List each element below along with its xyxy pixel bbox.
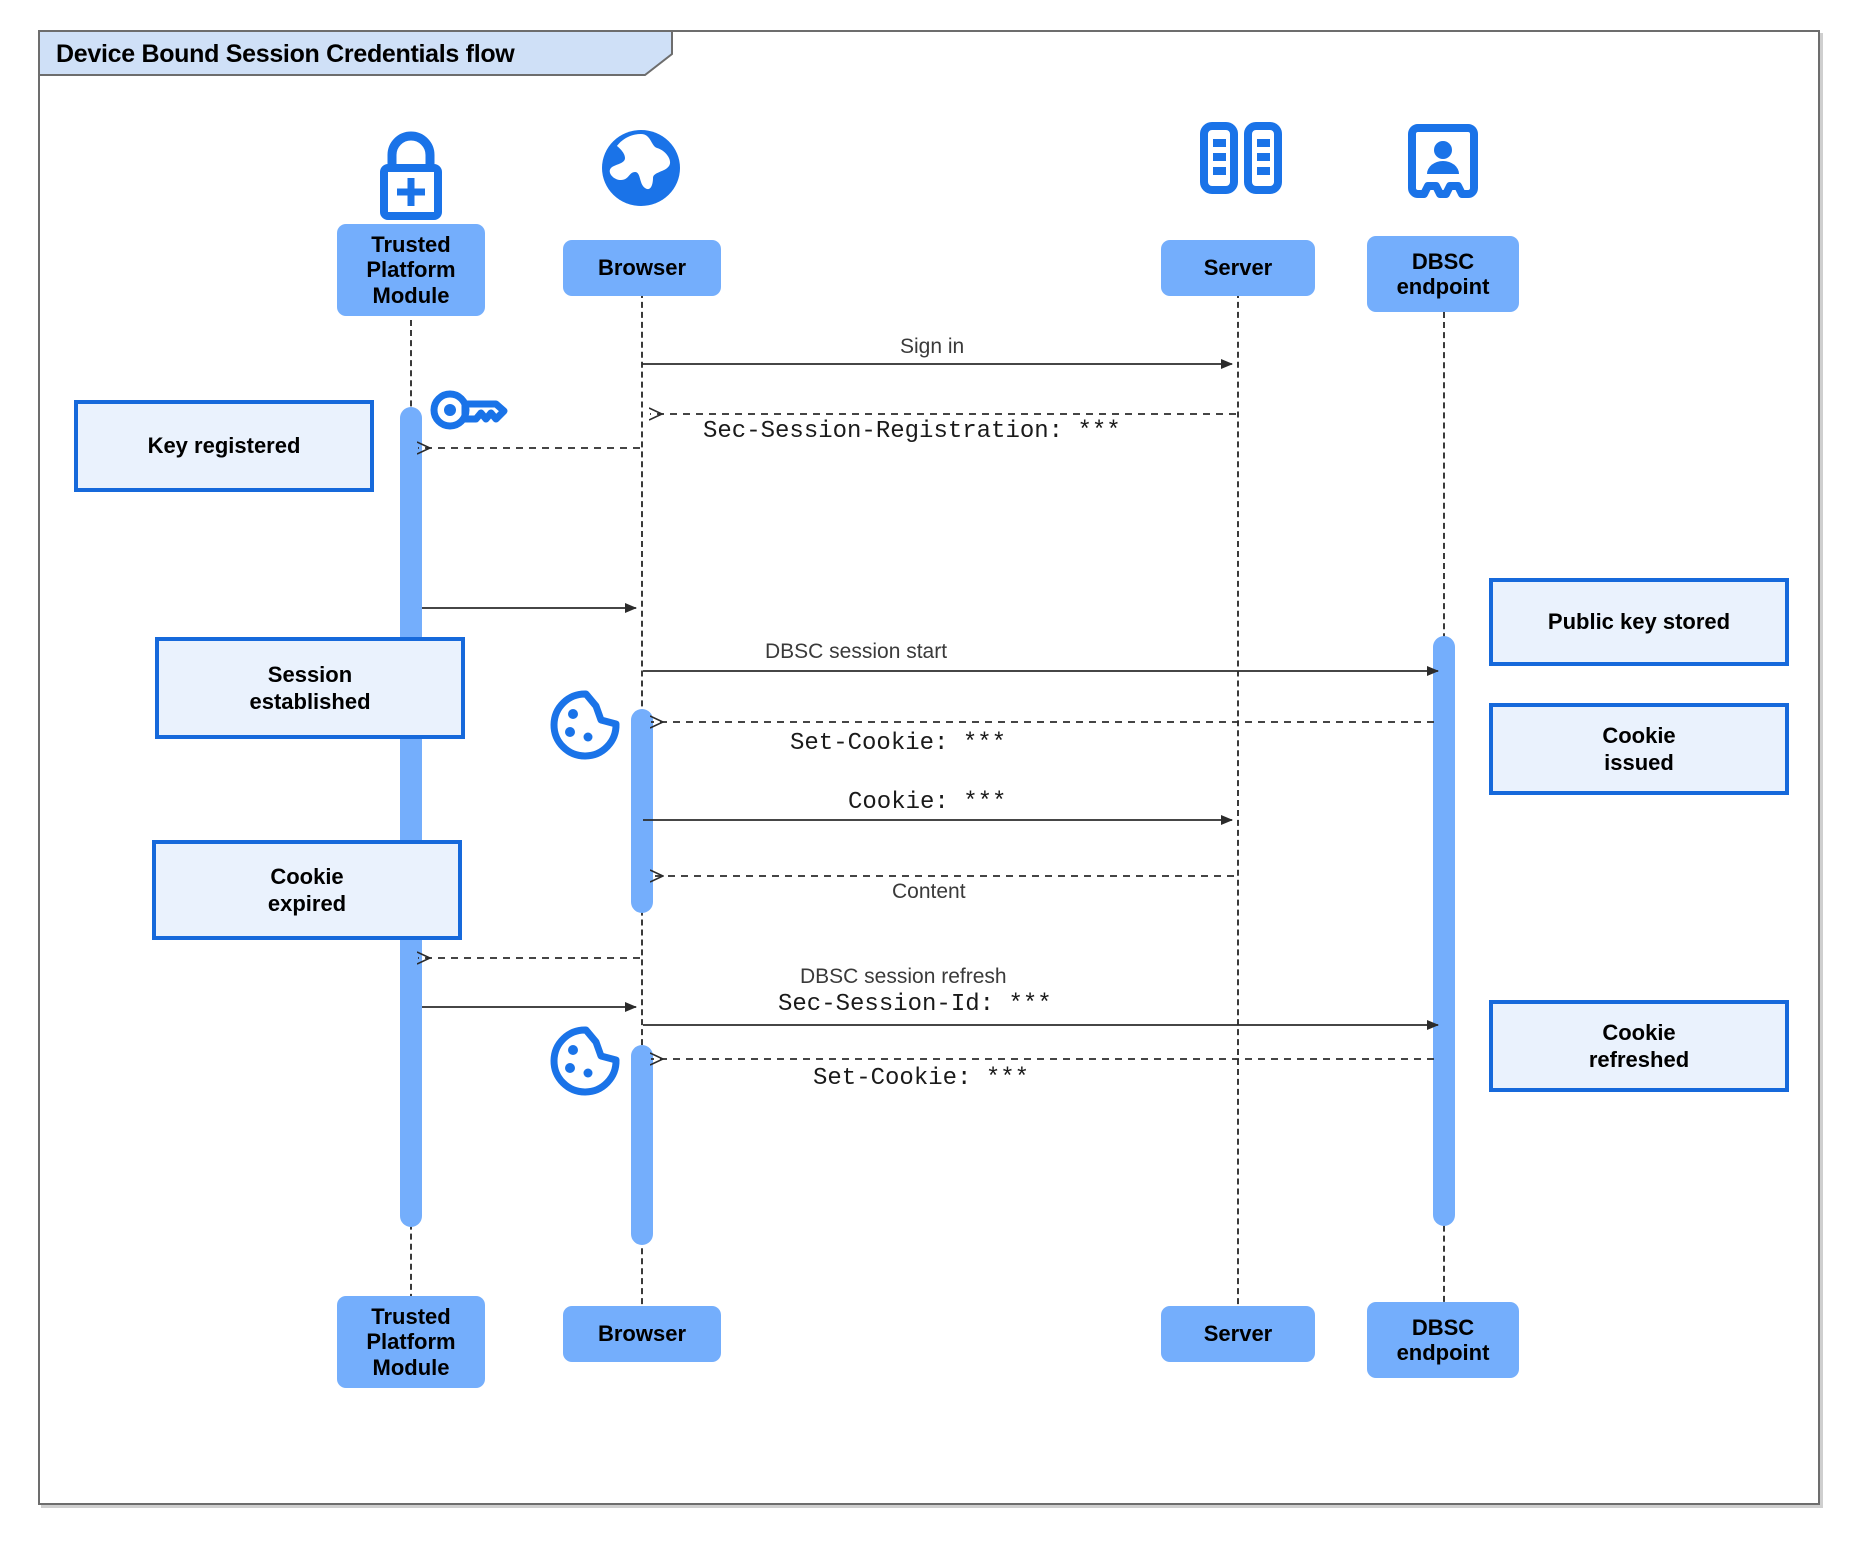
participant-tpm-bottom[interactable]: Trusted Platform Module [337,1296,485,1388]
participant-label: DBSC endpoint [1396,248,1490,299]
note-cookie-refreshed: Cookie refreshed [1489,1000,1789,1092]
frame-title-label: Device Bound Session Credentials flow [56,39,515,68]
note-text: Session established [249,661,371,715]
message-label-set-cookie-2: Set-Cookie: *** [813,1065,1030,1092]
participant-label: Browser [597,255,687,281]
note-text: Cookie issued [1602,722,1676,776]
participant-label: Server [1203,1321,1273,1347]
message-label-sec-session-id: Sec-Session-Id: *** [778,991,1052,1018]
note-text: Cookie expired [267,863,347,917]
message-label-dbsc-session-start: DBSC session start [765,640,948,663]
note-session-established: Session established [155,637,465,739]
key-icon [430,390,508,430]
cookie-icon [550,1026,620,1096]
lock-plus-icon [380,131,442,220]
server-rack-icon [1200,122,1282,194]
globe-icon [602,130,680,206]
participant-browser-bottom[interactable]: Browser [563,1306,721,1362]
participant-label: Server [1203,255,1273,281]
message-label-sec-session-registration: Sec-Session-Registration: *** [703,418,1121,445]
participant-tpm-top[interactable]: Trusted Platform Module [337,224,485,316]
participant-label: Browser [597,1321,687,1347]
note-text: Cookie refreshed [1588,1019,1690,1073]
message-label-dbsc-session-refresh: DBSC session refresh [800,965,1007,988]
message-label-content: Content [892,880,966,903]
note-cookie-expired: Cookie expired [152,840,462,940]
participant-label: Trusted Platform Module [366,1304,456,1380]
page-title: Device Bound Session Credentials flow [56,36,656,72]
participant-dbsc-top[interactable]: DBSC endpoint [1367,236,1519,312]
activation-bar-dbsc [1433,636,1455,1226]
cookie-icon [550,690,620,760]
participant-label: Trusted Platform Module [366,232,456,308]
note-key-registered: Key registered [74,400,374,492]
note-cookie-issued: Cookie issued [1489,703,1789,795]
participant-server-bottom[interactable]: Server [1161,1306,1315,1362]
note-public-key-stored: Public key stored [1489,578,1789,666]
participant-dbsc-bottom[interactable]: DBSC endpoint [1367,1302,1519,1378]
lifeline-server [1237,282,1239,1324]
id-card-icon [1408,124,1478,198]
participant-browser-top[interactable]: Browser [563,240,721,296]
participant-server-top[interactable]: Server [1161,240,1315,296]
note-text: Public key stored [1547,609,1731,635]
activation-bar-browser-1 [631,709,653,913]
activation-bar-browser-2 [631,1045,653,1245]
message-label-set-cookie-1: Set-Cookie: *** [790,730,1007,757]
note-text: Key registered [147,433,301,459]
message-label-sign-in: Sign in [900,335,965,358]
activation-bar-tpm [400,407,422,1227]
participant-label: DBSC endpoint [1396,1314,1490,1365]
message-label-cookie: Cookie: *** [848,789,1007,816]
